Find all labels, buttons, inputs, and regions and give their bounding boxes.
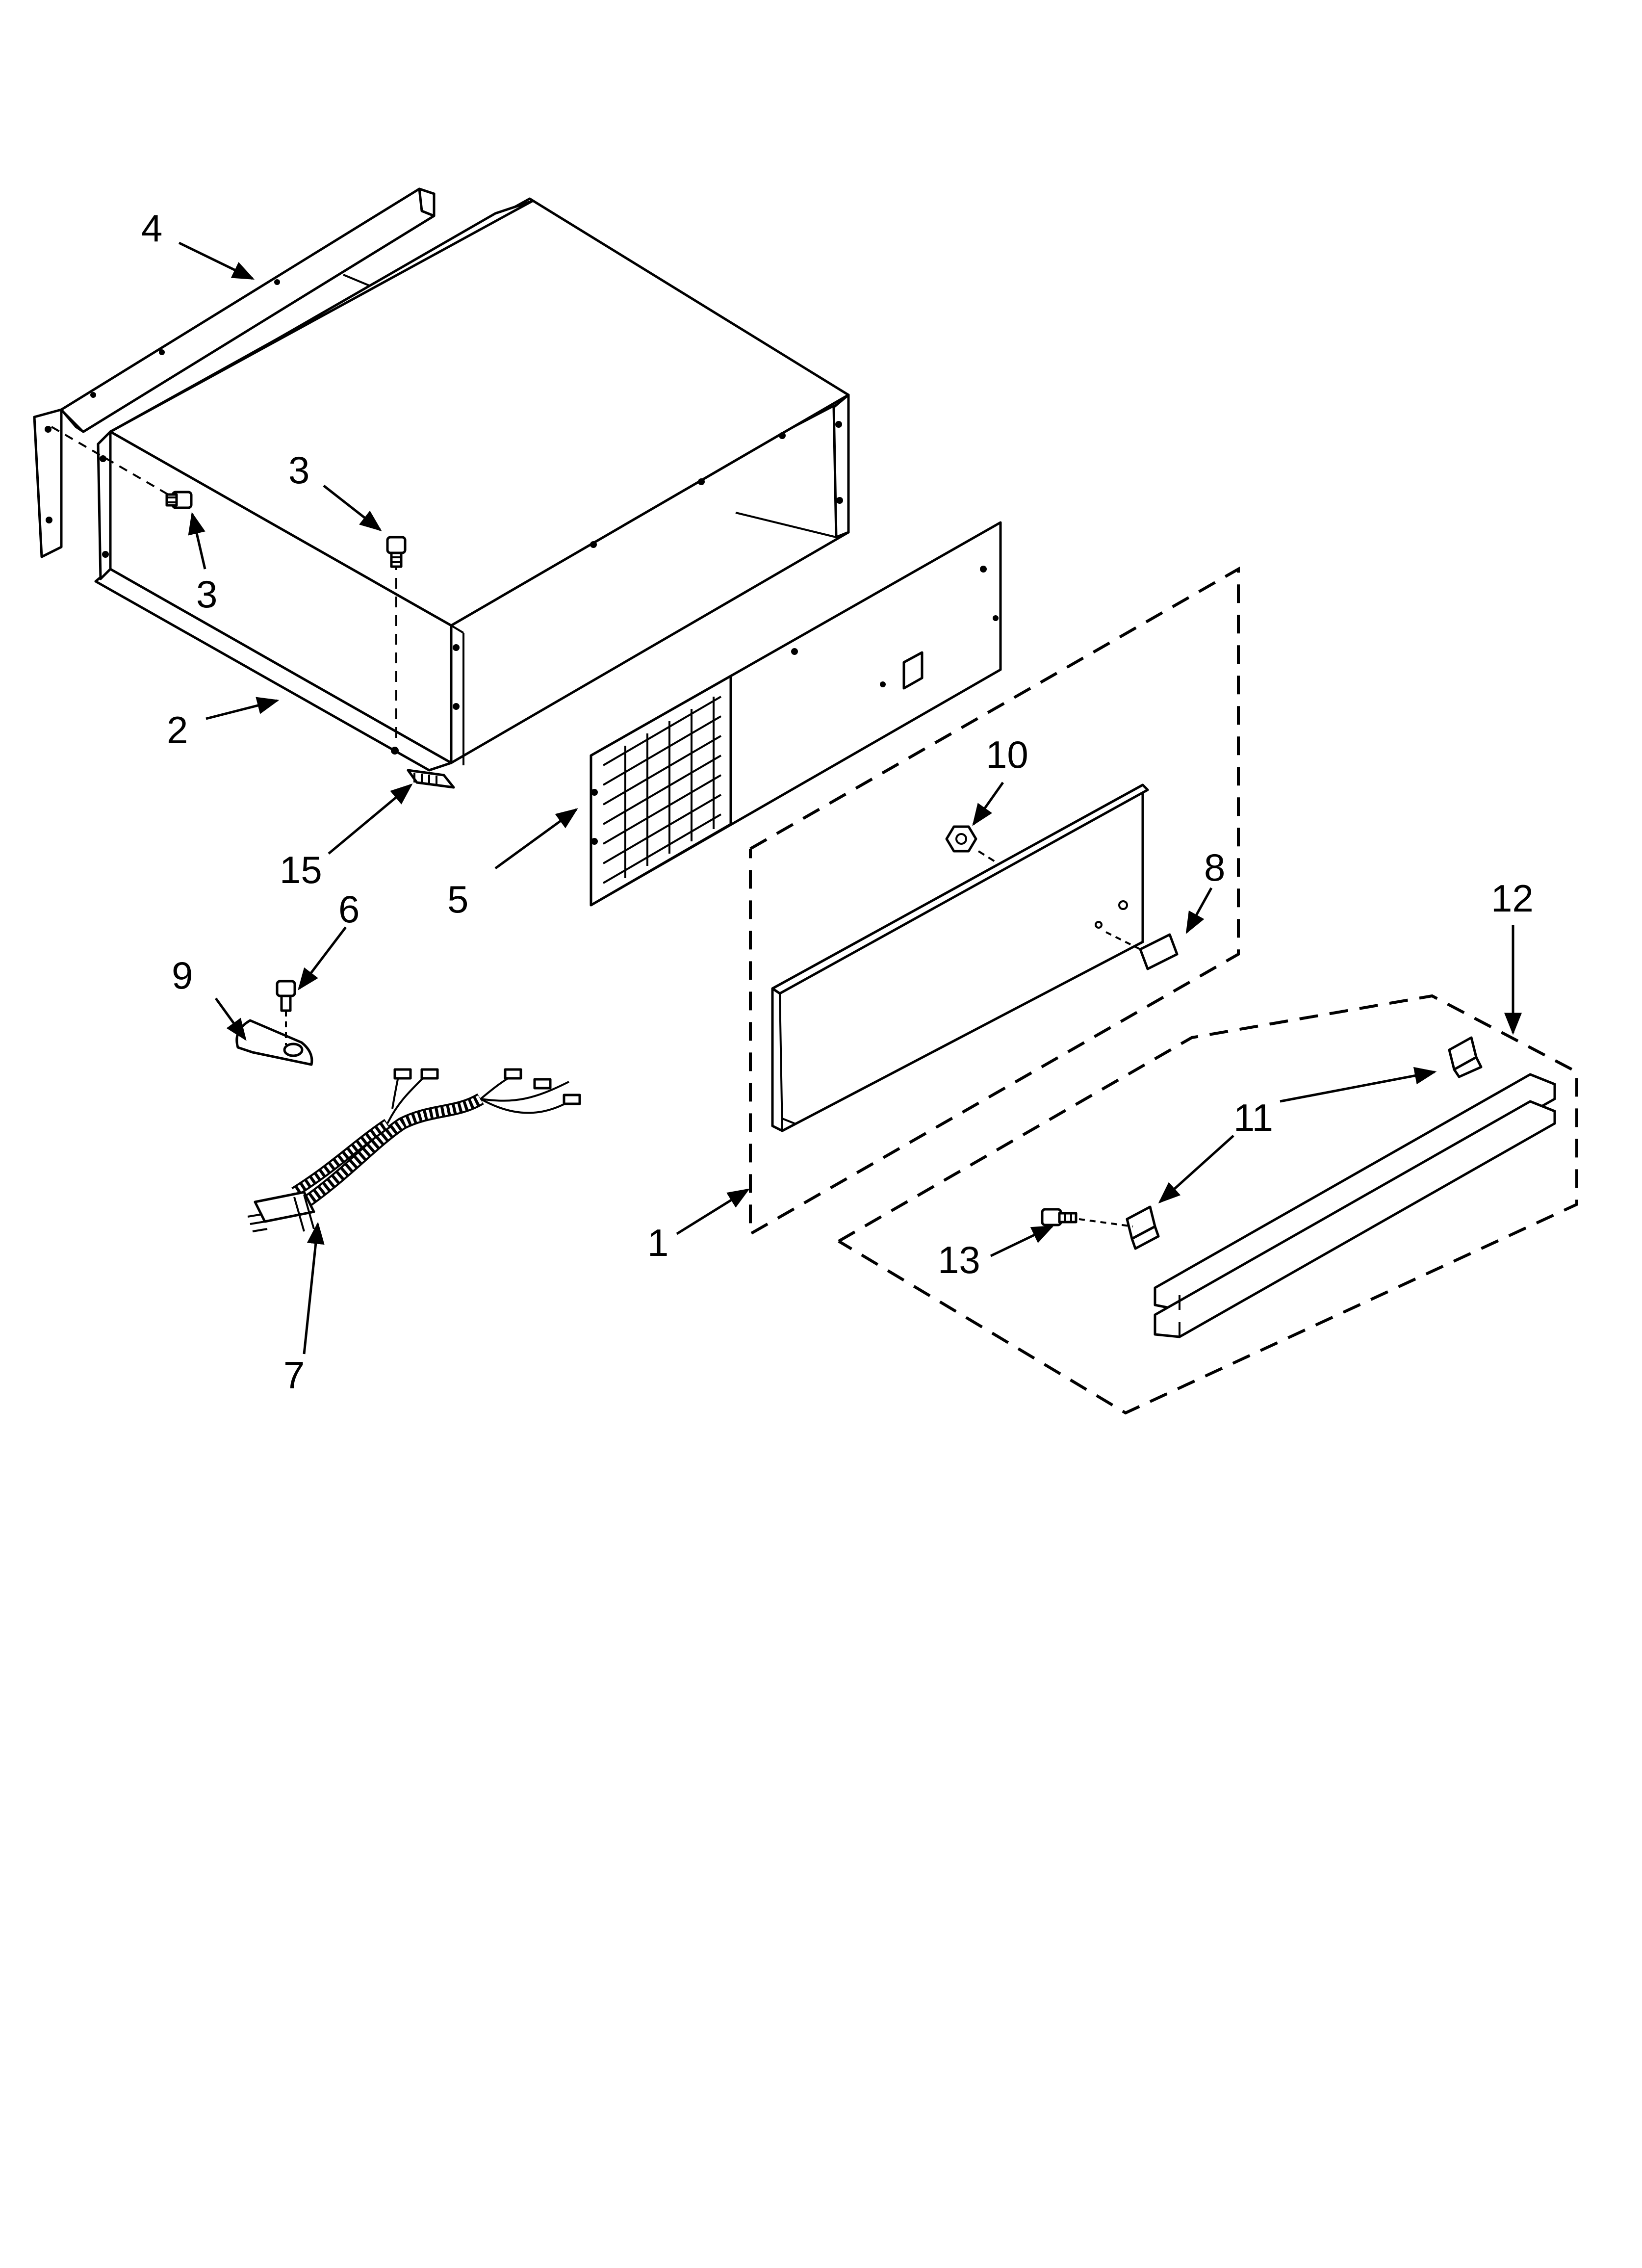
callout-13: 13: [938, 1238, 980, 1281]
callout-15: 15: [280, 848, 322, 891]
callout-8: 8: [1204, 846, 1225, 889]
leader-8: [1185, 887, 1213, 934]
leader-9: [214, 997, 247, 1041]
clamp-icon: [235, 1019, 313, 1066]
vent-grid: [602, 696, 722, 884]
callout-3-upper: 3: [288, 448, 309, 492]
screw-guide-line: [51, 426, 175, 499]
screw-icon: [386, 536, 407, 568]
bracket-icon: [1126, 1205, 1160, 1250]
grille-panel: [590, 521, 1002, 907]
kick-panel: [771, 783, 1149, 1132]
clip-icon: [407, 769, 455, 789]
wire-harness: [247, 1068, 581, 1232]
group-outline-1: [749, 566, 1240, 1237]
screw-icon: [1041, 1208, 1078, 1226]
leader-11b: [1158, 1135, 1234, 1204]
rear-rail-bracket: [33, 187, 436, 558]
leader-5: [494, 808, 578, 870]
nut-icon: [945, 825, 977, 853]
leader-15: [328, 783, 413, 855]
leader-2: [205, 697, 280, 720]
leader-6: [298, 926, 347, 991]
group-outline-12: [838, 994, 1578, 1415]
callout-5: 5: [447, 878, 468, 921]
housing-box: [94, 197, 850, 772]
nut-guide-line: [977, 850, 999, 864]
screw-icon: [165, 491, 193, 509]
callout-1: 1: [647, 1221, 668, 1264]
callout-3-lower: 3: [196, 573, 217, 616]
callout-12: 12: [1491, 877, 1534, 920]
trim-rail: [1154, 1073, 1556, 1338]
leader-13: [990, 1225, 1054, 1257]
leader-11a: [1280, 1067, 1437, 1103]
leader-10: [972, 782, 1004, 826]
bracket-icon: [1448, 1036, 1483, 1078]
leader-7: [303, 1222, 325, 1355]
callout-7: 7: [283, 1354, 305, 1397]
callout-10: 10: [986, 733, 1028, 776]
leader-3b: [188, 512, 206, 570]
screw-icon: [276, 980, 296, 1012]
leader-1: [676, 1188, 750, 1235]
callout-11: 11: [1233, 1096, 1273, 1139]
callout-4: 4: [141, 207, 162, 250]
screw-guide-line: [1078, 1218, 1133, 1227]
callout-2: 2: [167, 708, 188, 752]
tab-icon: [1105, 931, 1179, 970]
leader-4: [178, 241, 255, 280]
callout-9: 9: [172, 954, 193, 997]
leader-3a: [323, 485, 382, 531]
callout-6: 6: [338, 887, 359, 931]
